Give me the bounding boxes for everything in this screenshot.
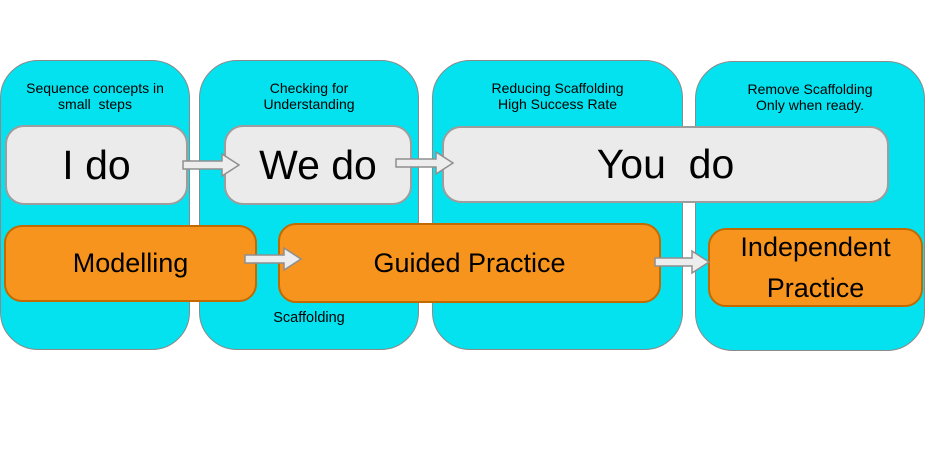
panel-checking-understanding: Checking for Understanding Scaffolding	[199, 60, 419, 350]
panel-reducing-scaffolding: Reducing Scaffolding High Success Rate	[432, 60, 683, 350]
scaffolding-label: Scaffolding	[273, 310, 345, 326]
independent-practice-box: Independent Practice	[708, 228, 923, 307]
modelling-box: Modelling	[4, 225, 257, 302]
panel-header: Reducing Scaffolding High Success Rate	[491, 80, 624, 112]
guided-practice-label: Guided Practice	[373, 247, 566, 278]
you-do-label: You do	[596, 141, 735, 187]
you-do-box: You do	[442, 126, 889, 203]
independent-practice-label: Independent Practice	[740, 231, 899, 303]
panel-header: Sequence concepts in small steps	[26, 80, 164, 112]
i-do-box: I do	[5, 125, 188, 205]
we-do-label: We do	[259, 141, 377, 188]
guided-practice-box: Guided Practice	[278, 223, 661, 303]
panel-header: Remove Scaffolding Only when ready.	[747, 81, 873, 113]
modelling-label: Modelling	[72, 248, 189, 278]
we-do-box: We do	[224, 125, 412, 205]
i-do-label: I do	[62, 141, 131, 188]
panel-sequence-concepts: Sequence concepts in small steps	[0, 60, 190, 350]
panel-header: Checking for Understanding	[263, 80, 355, 112]
